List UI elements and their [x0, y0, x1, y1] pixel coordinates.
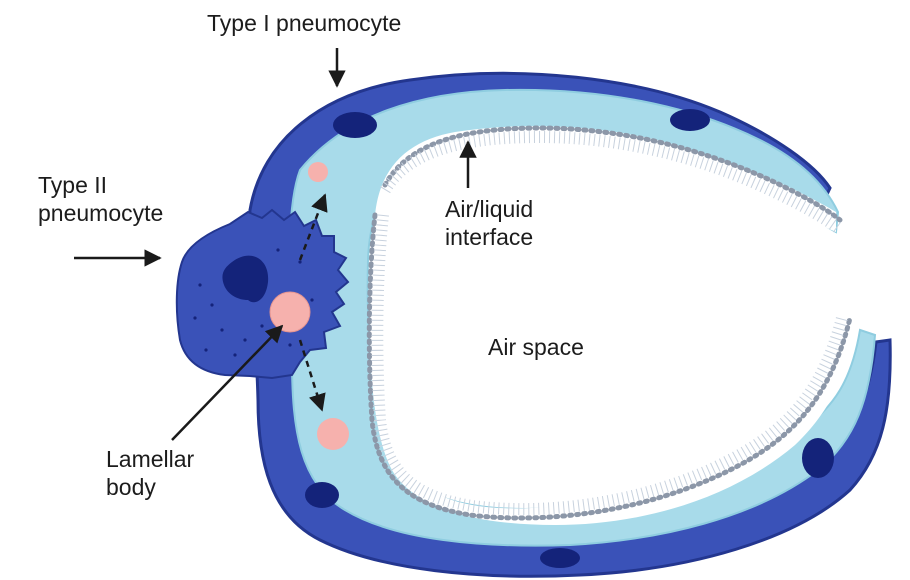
- lamellar-body: [270, 292, 310, 332]
- lamellar-body-secreted-bottom: [317, 418, 349, 450]
- lamellar-body-secreted-top: [308, 162, 328, 182]
- label-type2-line1: Type II: [38, 172, 163, 200]
- label-type2-pneumocyte: Type II pneumocyte: [38, 172, 163, 227]
- label-type2-line2: pneumocyte: [38, 200, 163, 228]
- label-lamellar-line1: Lamellar: [106, 446, 194, 474]
- label-lamellar-body: Lamellar body: [106, 446, 194, 501]
- label-interface-line1: Air/liquid: [445, 196, 533, 224]
- nucleus-type1-bottom-left: [305, 482, 339, 508]
- label-air-space: Air space: [488, 334, 584, 362]
- label-interface-line2: interface: [445, 224, 533, 252]
- nucleus-type1-right-bottom: [802, 438, 834, 478]
- nucleus-type1-bottom: [540, 548, 580, 568]
- label-lamellar-line2: body: [106, 474, 194, 502]
- nucleus-type1-top: [333, 112, 377, 138]
- label-type1-pneumocyte: Type I pneumocyte: [207, 10, 401, 38]
- nucleus-type1-right: [670, 109, 710, 131]
- label-air-liquid-interface: Air/liquid interface: [445, 196, 533, 251]
